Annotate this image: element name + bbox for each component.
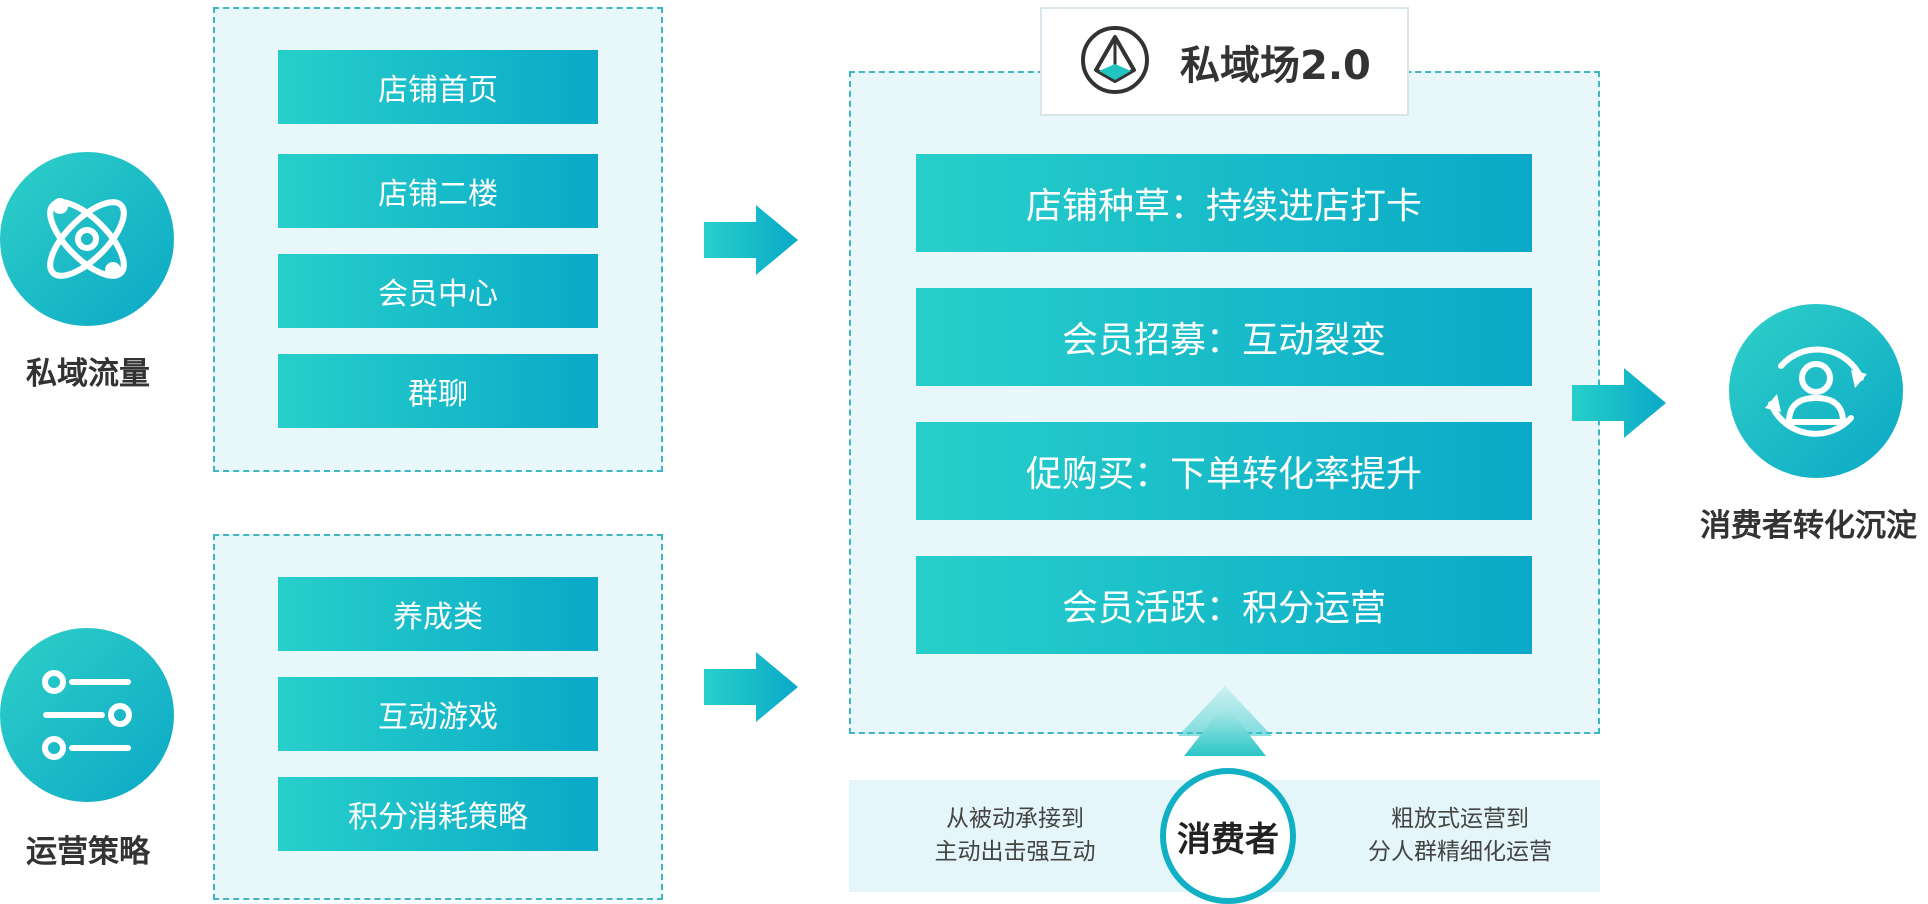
traffic-item-group-chat: 群聊 bbox=[278, 354, 598, 428]
traffic-item-member-center: 会员中心 bbox=[278, 254, 598, 328]
consumer-left-line: 从被动承接到 bbox=[946, 806, 1084, 832]
strategy-item-interactive-game: 互动游戏 bbox=[278, 677, 598, 751]
user-cycle-icon bbox=[1729, 304, 1903, 478]
private-domain-title: 私域场2.0 bbox=[1180, 42, 1371, 89]
logo-icon bbox=[1080, 25, 1150, 99]
result-label: 消费者转化沉淀 bbox=[1700, 508, 1917, 544]
consumer-left-text: 从被动承接到 主动出击强互动 bbox=[900, 803, 1130, 869]
consumer-right-text: 粗放式运营到 分人群精细化运营 bbox=[1345, 803, 1575, 869]
center-bar-purchase: 促购买：下单转化率提升 bbox=[916, 422, 1532, 520]
arrow-right-icon bbox=[1572, 368, 1666, 438]
center-bar-recruitment: 会员招募：互动裂变 bbox=[916, 288, 1532, 386]
strategy-label: 运营策略 bbox=[26, 834, 150, 870]
consumer-badge: 消费者 bbox=[1160, 768, 1296, 904]
settings-sliders-icon bbox=[0, 628, 174, 802]
arrow-right-icon bbox=[704, 205, 798, 275]
center-bar-seeding: 店铺种草：持续进店打卡 bbox=[916, 154, 1532, 252]
traffic-item-second-floor: 店铺二楼 bbox=[278, 154, 598, 228]
strategy-item-points-strategy: 积分消耗策略 bbox=[278, 777, 598, 851]
traffic-item-homepage: 店铺首页 bbox=[278, 50, 598, 124]
consumer-right-line: 粗放式运营到 bbox=[1391, 806, 1529, 832]
traffic-label: 私域流量 bbox=[26, 356, 150, 392]
consumer-left-line: 主动出击强互动 bbox=[934, 839, 1096, 865]
atom-icon bbox=[0, 152, 174, 326]
consumer-right-line: 分人群精细化运营 bbox=[1368, 839, 1552, 865]
chevron-up-icon bbox=[1178, 686, 1272, 756]
arrow-right-icon bbox=[704, 652, 798, 722]
center-bar-activity: 会员活跃：积分运营 bbox=[916, 556, 1532, 654]
strategy-item-nurture: 养成类 bbox=[278, 577, 598, 651]
private-domain-header: 私域场2.0 bbox=[1040, 7, 1409, 116]
